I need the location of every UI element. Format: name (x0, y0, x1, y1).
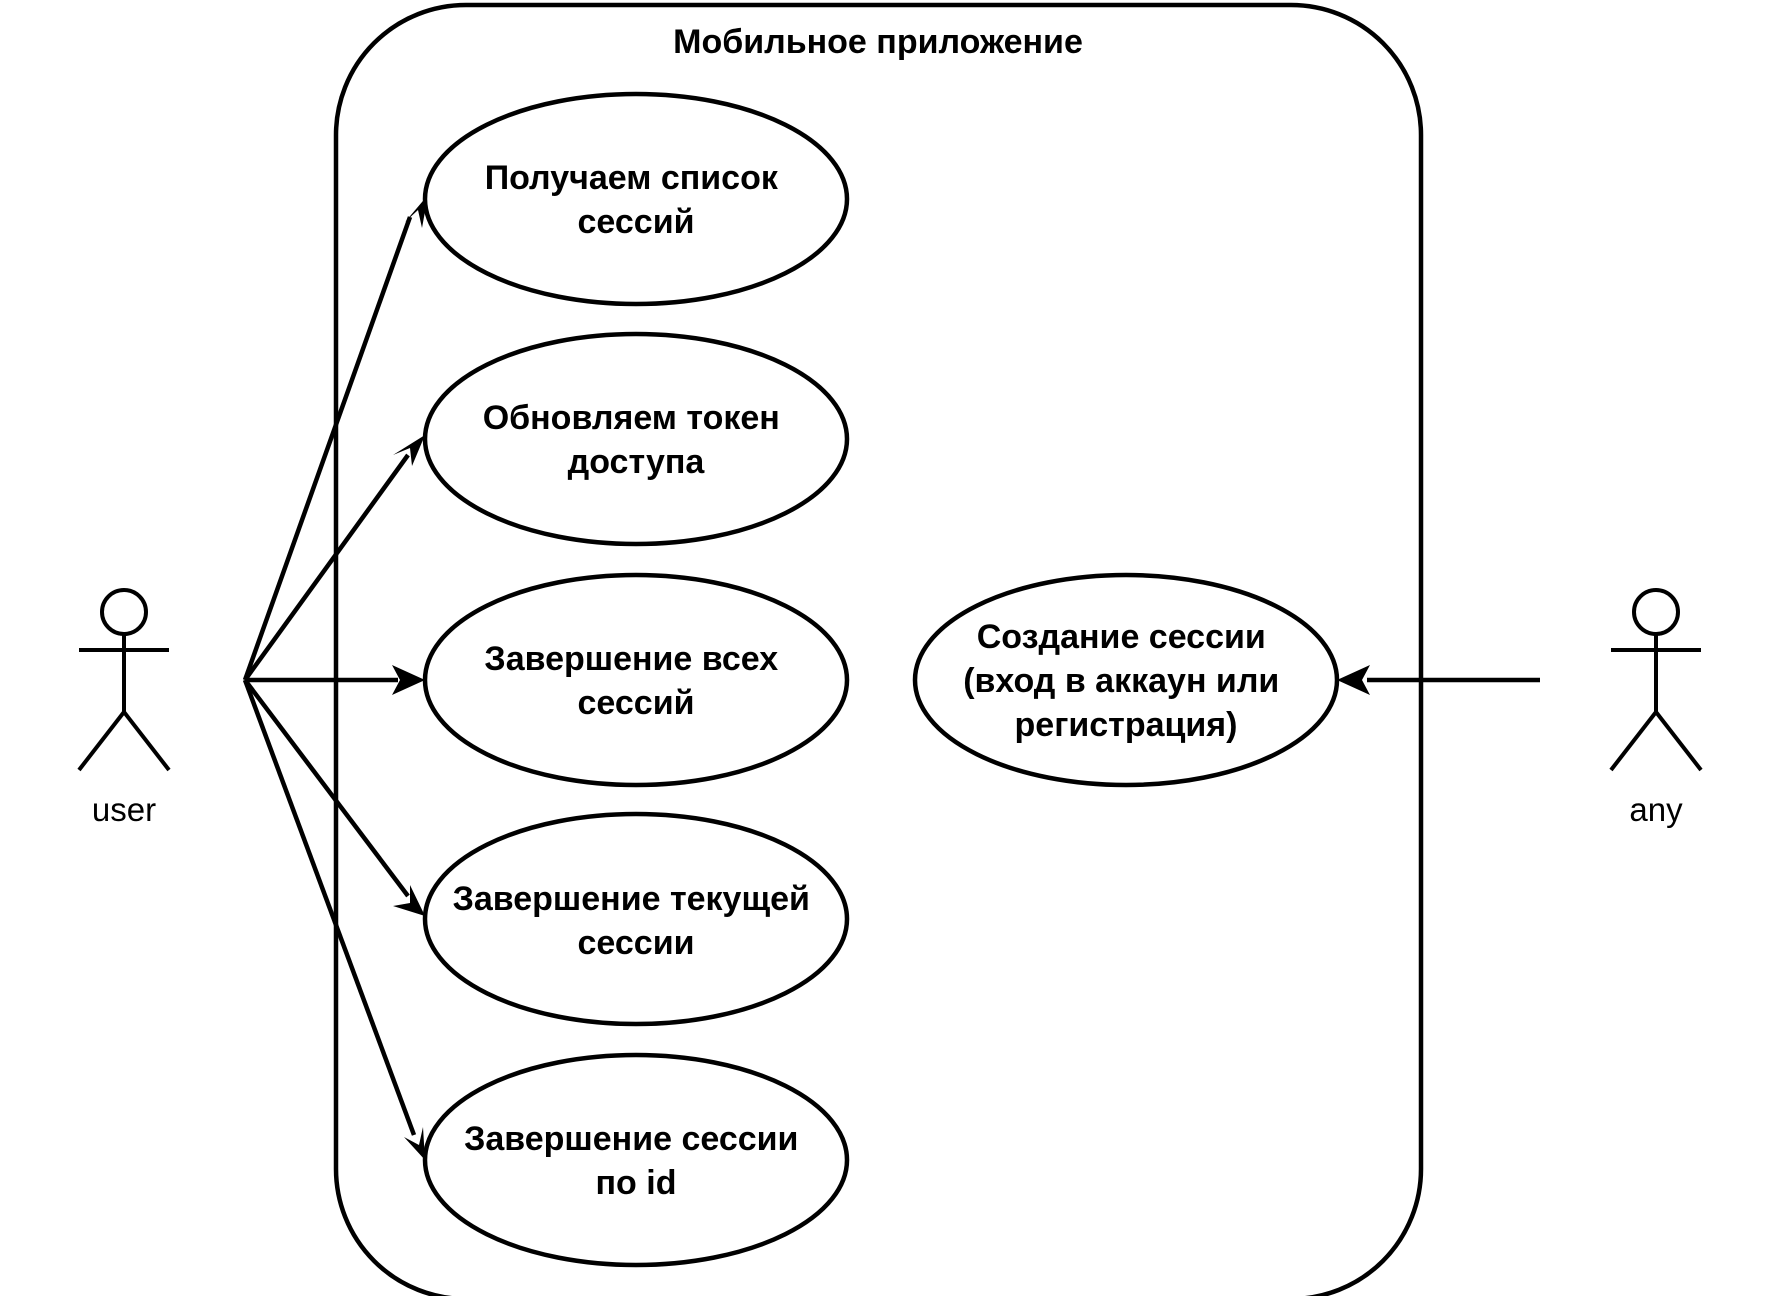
arrowhead-create-session (1337, 665, 1370, 695)
use-case-end-by-id: Завершение сессии по id (422, 1052, 850, 1268)
actor-any: any (1609, 588, 1703, 828)
use-case-create-session-line3: регистрация) (1015, 706, 1238, 744)
svg-text:Завершение текущей сесси: Завершение текущей сессии (453, 880, 820, 962)
association-user-get-sessions (242, 216, 413, 681)
arrowhead-end-all (392, 665, 425, 695)
use-case-end-all: Завершение всех сессий (422, 572, 850, 788)
use-case-get-sessions-line1: Получаем список (485, 159, 779, 197)
use-case-end-current: Завершение текущей сессии (422, 811, 850, 1027)
svg-text:Получаем список сессий: Получаем список сессий (485, 159, 788, 241)
use-case-create-session: Создание сессии (вход в аккаун или регис… (912, 572, 1340, 788)
use-case-refresh-token-line1: Обновляем токен (483, 399, 780, 437)
svg-text:Завершение сессии по id: Завершение сессии по id (464, 1120, 808, 1202)
use-case-end-all-line1: Завершение всех (484, 640, 778, 678)
arrowhead-end-current (393, 885, 425, 916)
use-case-end-by-id-line1: Завершение сессии (464, 1120, 798, 1158)
stick-figure-icon (1609, 588, 1703, 772)
actor-any-label: any (1629, 791, 1683, 828)
use-case-refresh-token-line2: доступа (568, 443, 706, 481)
svg-text:Создание сессии (вход в: Создание сессии (вход в аккаун или регис… (963, 618, 1289, 744)
use-case-end-all-line2: сессий (578, 684, 695, 722)
use-case-create-session-line1: Создание сессии (977, 618, 1266, 656)
arrowhead-refresh-token (393, 435, 425, 466)
use-case-get-sessions-line2: сессий (578, 203, 695, 241)
use-case-create-session-line2: (вход в аккаун или (963, 662, 1279, 700)
stick-figure-icon (77, 588, 171, 772)
svg-text:Обновляем токен доступа: Обновляем токен доступа (483, 399, 790, 481)
arrowhead-get-sessions (405, 195, 428, 228)
actor-user: user (77, 588, 171, 828)
association-user-refresh-token (243, 453, 410, 682)
use-case-refresh-token: Обновляем токен доступа (422, 331, 850, 547)
use-case-end-by-id-line2: по id (596, 1164, 677, 1202)
svg-text:Завершение всех сессий: Завершение всех сессий (484, 640, 787, 722)
system-title: Мобильное приложение (673, 23, 1083, 61)
use-case-end-current-line2: сессии (578, 924, 695, 962)
user-associations (242, 195, 428, 1160)
use-case-end-current-line1: Завершение текущей (453, 880, 810, 918)
arrowhead-end-by-id (404, 1127, 425, 1160)
association-user-end-current (243, 678, 410, 898)
use-case-get-sessions: Получаем список сессий (422, 91, 850, 307)
association-user-end-by-id (242, 679, 417, 1136)
actor-user-label: user (92, 791, 156, 828)
